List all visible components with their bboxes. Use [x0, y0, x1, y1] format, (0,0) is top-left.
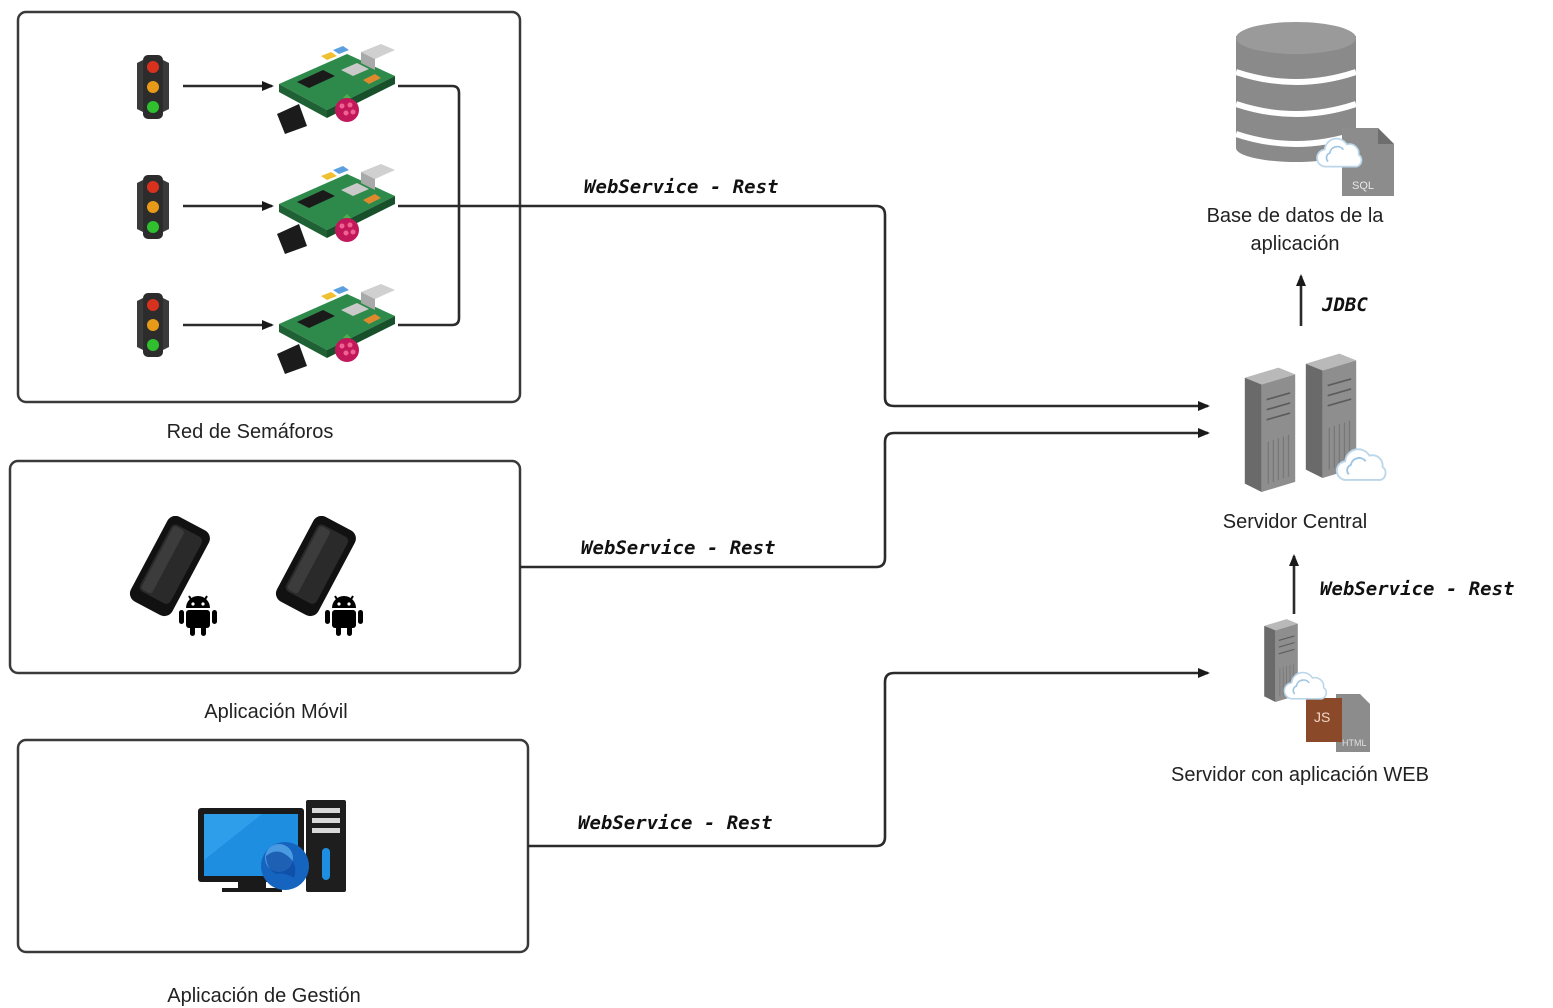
traffic-connection-label: WebService - Rest	[584, 176, 778, 198]
traffic-network-label: Red de Semáforos	[167, 421, 334, 443]
management-app-label: Aplicación de Gestión	[167, 985, 360, 1007]
web-connection-label: WebService - Rest	[1320, 578, 1514, 600]
database-label-line2: aplicación	[1251, 233, 1340, 255]
mobile-app-box	[8, 459, 522, 675]
mobile-to-central-connection	[520, 428, 1210, 569]
traffic-light-icon	[137, 293, 169, 357]
database-label-line1: Base de datos de la	[1207, 205, 1385, 227]
html-badge: HTML	[1342, 738, 1367, 748]
traffic-light-icon	[137, 175, 169, 239]
database-icon: SQL	[1235, 22, 1394, 196]
jdbc-connection-label: JDBC	[1321, 294, 1368, 316]
management-connection-label: WebService - Rest	[578, 812, 772, 834]
server-tower-icon	[1243, 366, 1297, 492]
traffic-to-central-connection	[459, 204, 1210, 411]
js-badge: JS	[1314, 709, 1330, 725]
traffic-light-icon	[137, 55, 169, 119]
management-to-web-connection	[528, 668, 1210, 848]
globe-icon	[261, 842, 309, 890]
central-server-label: Servidor Central	[1223, 511, 1368, 533]
sql-badge: SQL	[1352, 180, 1374, 192]
web-server-label: Servidor con aplicación WEB	[1171, 764, 1429, 786]
web-files-icon: HTML JS	[1306, 694, 1370, 752]
mobile-app-label: Aplicación Móvil	[204, 701, 347, 723]
mobile-connection-label: WebService - Rest	[581, 537, 775, 559]
